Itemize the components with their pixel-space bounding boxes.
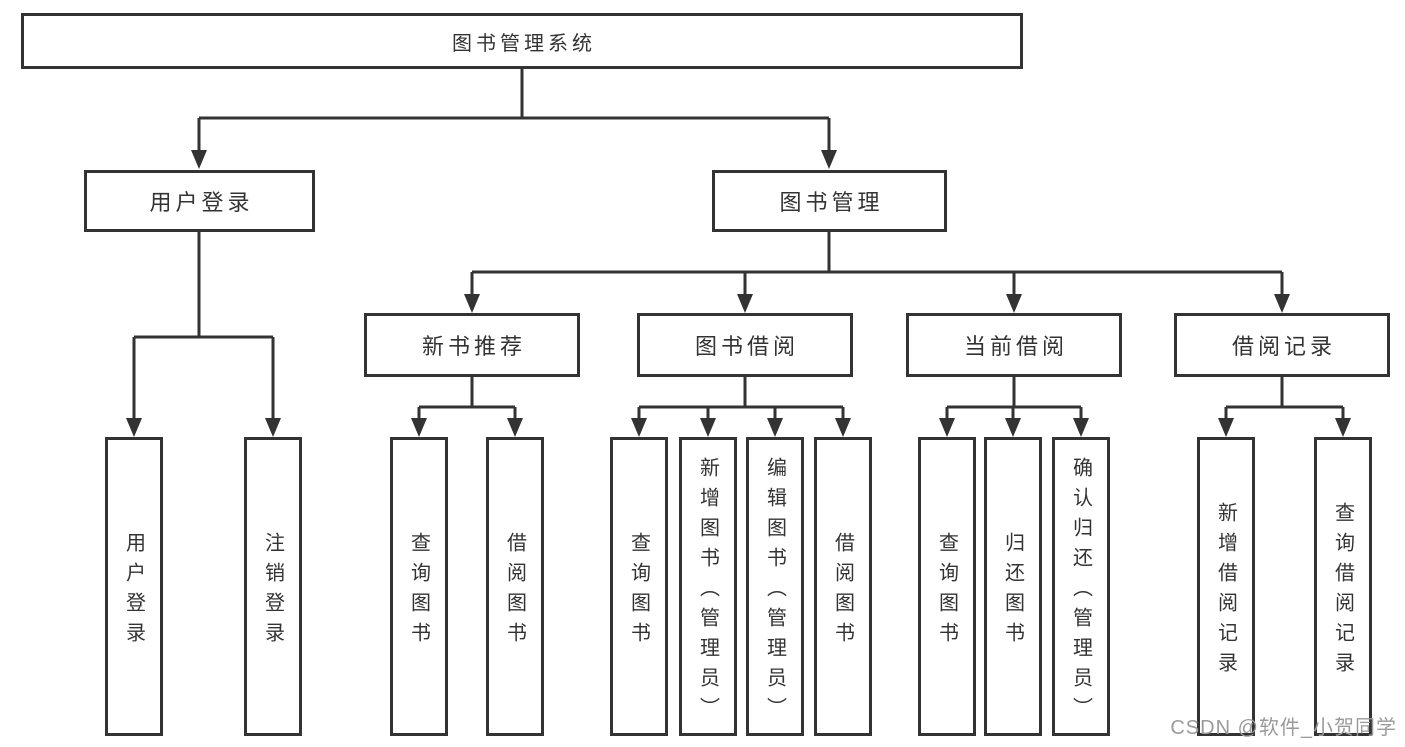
arrowhead — [737, 294, 753, 313]
node-label: 查询图书 — [627, 531, 650, 652]
node-label: 查询图书 — [407, 531, 430, 652]
arrowhead — [767, 418, 783, 437]
node-label: 当前借阅 — [963, 334, 1068, 359]
node-borrow-records: 借阅记录 — [1174, 313, 1390, 377]
arrowhead — [821, 150, 837, 169]
node-label: 借阅记录 — [1231, 334, 1336, 359]
node-label: 图书管理 — [779, 190, 884, 215]
node-library-management-system: 图书管理系统 — [21, 13, 1023, 69]
leaf-return-book: 归还图书 — [984, 437, 1042, 736]
leaf-user-login: 用户登录 — [105, 437, 163, 736]
node-label: 用户登录 — [122, 531, 145, 652]
arrowhead — [1218, 418, 1234, 437]
node-label: 查询图书 — [935, 531, 958, 652]
node-label: 查询借阅记录 — [1331, 501, 1354, 682]
node-book-management: 图书管理 — [712, 170, 947, 232]
arrowhead — [265, 418, 281, 437]
arrowhead — [1335, 418, 1351, 437]
connector-user-login-children — [132, 231, 275, 429]
leaf-borrow-books: 借阅图书 — [814, 437, 872, 736]
arrowhead — [835, 418, 851, 437]
arrowhead — [1005, 418, 1021, 437]
node-label: 图书管理系统 — [452, 32, 596, 55]
connector-book-borrow-children — [637, 377, 845, 429]
leaf-add-book-admin: 新增图书（管理员） — [679, 437, 737, 736]
node-label: 借阅图书 — [831, 531, 854, 652]
leaf-confirm-return-admin: 确认归还（管理员） — [1052, 437, 1110, 736]
arrowhead — [1274, 294, 1290, 313]
node-user-login: 用户登录 — [84, 170, 315, 232]
leaf-query-books-borrow: 查询图书 — [610, 437, 668, 736]
leaf-logout: 注销登录 — [244, 437, 302, 736]
leaf-query-books-current: 查询图书 — [918, 437, 976, 736]
arrowhead — [411, 418, 427, 437]
node-label: 新书推荐 — [421, 334, 526, 359]
leaf-query-borrow-record: 查询借阅记录 — [1314, 437, 1372, 736]
node-label: 归还图书 — [1001, 531, 1024, 652]
node-label: 用户登录 — [149, 190, 254, 215]
node-label: 借阅图书 — [503, 531, 526, 652]
node-label: 确认归还（管理员） — [1069, 456, 1092, 727]
node-new-book-recommend: 新书推荐 — [364, 313, 580, 377]
node-label: 新增借阅记录 — [1214, 501, 1237, 682]
leaf-edit-book-admin: 编辑图书（管理员） — [746, 437, 804, 736]
csdn-watermark: CSDN @软件_小贺同学 — [1170, 717, 1397, 739]
node-book-borrow: 图书借阅 — [637, 313, 853, 377]
arrowhead — [507, 418, 523, 437]
node-current-borrow: 当前借阅 — [906, 313, 1122, 377]
connector-borrow-record-children — [1224, 377, 1345, 429]
node-label: 图书借阅 — [694, 334, 799, 359]
connector-root-to-level2 — [197, 69, 831, 161]
arrowhead — [464, 294, 480, 313]
node-label: 新增图书（管理员） — [696, 456, 719, 727]
arrowhead — [700, 418, 716, 437]
arrowhead — [126, 418, 142, 437]
leaf-add-borrow-record: 新增借阅记录 — [1197, 437, 1255, 736]
arrowhead — [631, 418, 647, 437]
node-label: 编辑图书（管理员） — [763, 456, 786, 727]
connector-current-borrow-children — [945, 377, 1083, 429]
arrowhead — [939, 418, 955, 437]
leaf-borrow-books-recommend: 借阅图书 — [486, 437, 544, 736]
arrowhead — [1073, 418, 1089, 437]
connector-book-management-children — [470, 231, 1284, 305]
leaf-query-books-recommend: 查询图书 — [390, 437, 448, 736]
node-label: 注销登录 — [261, 531, 284, 652]
connector-new-book-children — [417, 377, 517, 429]
arrowhead — [1006, 294, 1022, 313]
arrowhead — [191, 150, 207, 169]
